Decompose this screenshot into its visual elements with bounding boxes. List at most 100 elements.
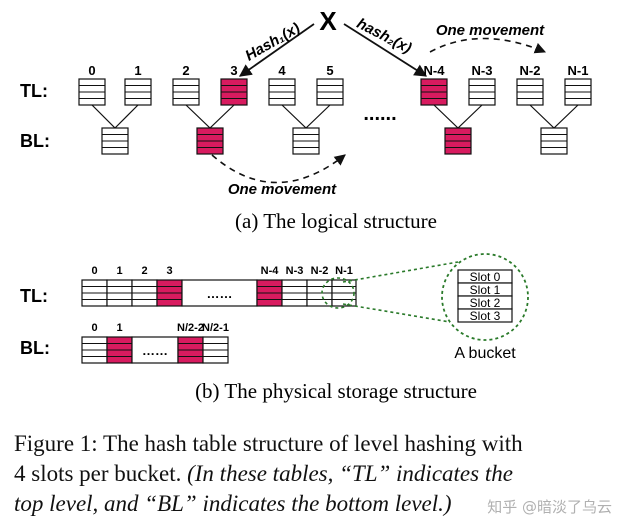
- tree-edge: [281, 104, 307, 129]
- tree-edge: [91, 104, 116, 129]
- zoom-target-circle: [441, 253, 529, 341]
- bl-bucket: [444, 127, 472, 155]
- tl-index-label: N-3: [472, 63, 493, 78]
- bl-bucket: [202, 336, 229, 364]
- tl-index-label: N-1: [335, 265, 353, 277]
- bl-bucket: [540, 127, 568, 155]
- tl-index-label: N-3: [286, 265, 304, 277]
- tl-index-label: 0: [91, 265, 97, 277]
- tree-edge: [529, 104, 555, 129]
- tl-bucket: [124, 78, 152, 106]
- tl-bucket: [420, 78, 448, 106]
- tl-cells: ……: [81, 279, 357, 307]
- key-x-label: X: [319, 6, 337, 36]
- bucket-slot-label: Slot 0: [470, 270, 501, 284]
- tl-index-label: 4: [278, 63, 286, 78]
- logical-structure: X Hash₁(x) hash₂(x) One movement TL: BL:…: [20, 6, 592, 233]
- tl-bucket: [331, 279, 357, 307]
- tl-index-label: N-2: [520, 63, 541, 78]
- tl-index-label: 3: [166, 265, 172, 277]
- bl-index-label: N/2-2: [177, 322, 204, 334]
- tl-index-label: 1: [134, 63, 141, 78]
- tl-index-label: 5: [326, 63, 333, 78]
- tl-index-label: N-4: [424, 63, 446, 78]
- tl-bucket: [78, 78, 106, 106]
- tl-bucket: [268, 78, 296, 106]
- physical-caption: (b) The physical storage structure: [195, 379, 477, 403]
- bl-bucket: [177, 336, 204, 364]
- tree-edge: [305, 104, 331, 129]
- bl-bucket: [292, 127, 320, 155]
- bucket-slot-label: Slot 2: [470, 296, 501, 310]
- bl-bucket: [101, 127, 129, 155]
- logical-tl-label: TL:: [20, 81, 48, 101]
- level-hashing-figure: X Hash₁(x) hash₂(x) One movement TL: BL:…: [20, 6, 592, 403]
- caption-line-3: top level, and “BL” indicates the bottom…: [14, 491, 452, 516]
- tl-ellipsis: ……: [207, 286, 233, 301]
- tl-bucket: [131, 279, 158, 307]
- tl-bucket: [564, 78, 592, 106]
- tl-index-label: 3: [230, 63, 237, 78]
- zoom-source-circle: [321, 277, 355, 309]
- caption-line-2-plain: 4 slots per bucket.: [14, 461, 188, 486]
- physical-tl-label: TL:: [20, 286, 48, 306]
- tl-index-label: 2: [141, 265, 147, 277]
- tree-edge: [209, 104, 235, 129]
- movement-label-bottom: One movement: [228, 181, 337, 198]
- tl-bucket: [468, 78, 496, 106]
- bucket-slot: [457, 308, 513, 323]
- zoom-line-top: [342, 261, 459, 283]
- zoom-line-bottom: [342, 303, 451, 323]
- bl-ellipsis: ……: [142, 343, 168, 358]
- tl-index-label: N-1: [568, 63, 589, 78]
- hash1-arrow: [238, 23, 315, 77]
- watermark: 知乎 @暗淡了乌云: [487, 498, 612, 516]
- hash1-label: Hash₁(x): [242, 20, 303, 65]
- caption-line-2: 4 slots per bucket. (In these tables, “T…: [14, 459, 614, 489]
- movement-arrow-bottom: [211, 154, 346, 184]
- bl-index-label: 0: [91, 322, 97, 334]
- bl-cells: ……: [81, 336, 229, 364]
- physical-bl-array: …… 0 1 N/2-2N/2-1: [81, 322, 229, 364]
- bucket-slot-label: Slot 1: [470, 283, 501, 297]
- physical-bl-label: BL:: [20, 338, 50, 358]
- tl-bucket: [256, 279, 283, 307]
- tl-index-label: 1: [116, 265, 122, 277]
- logical-bl-label: BL:: [20, 131, 50, 151]
- tl-bucket: [516, 78, 544, 106]
- tl-bucket: [106, 279, 133, 307]
- physical-tl-array: …… 0 1 2 3 N-4 N-3 N-2 N-1: [81, 265, 357, 307]
- caption-line-2-italic: (In these tables, “TL” indicates the: [187, 461, 513, 486]
- bl-index-label: 1: [116, 322, 122, 334]
- tl-bucket: [220, 78, 248, 106]
- figure-caption: Figure 1: The hash table structure of le…: [14, 429, 614, 519]
- tl-index-label: 2: [182, 63, 189, 78]
- tl-index-label: N-2: [311, 265, 329, 277]
- bl-bucket: [81, 336, 108, 364]
- bl-bucket: [106, 336, 133, 364]
- tl-bucket: [156, 279, 183, 307]
- hash2-arrow: [343, 23, 428, 77]
- tl-bucket: [281, 279, 308, 307]
- logical-caption: (a) The logical structure: [235, 209, 437, 233]
- tl-bucket: [316, 78, 344, 106]
- tree-edge: [185, 104, 211, 129]
- tree-edge: [433, 104, 459, 129]
- logical-buckets: 0 1 2 3 4 5 N-4 N-3 N-2 N-1: [78, 63, 592, 155]
- bl-bucket: [196, 127, 224, 155]
- tl-index-label: N-4: [261, 265, 280, 277]
- tree-edge: [457, 104, 483, 129]
- caption-line-1: Figure 1: The hash table structure of le…: [14, 431, 523, 456]
- tl-bucket: [172, 78, 200, 106]
- tl-index-label: 0: [88, 63, 95, 78]
- movement-arrow-top: [429, 37, 547, 54]
- tree-edge: [553, 104, 579, 129]
- tl-bucket: [306, 279, 333, 307]
- movement-label-top: One movement: [436, 22, 545, 39]
- bucket-label: A bucket: [454, 345, 516, 362]
- bl-index-label: N/2-1: [202, 322, 229, 334]
- bucket-slot-label: Slot 3: [470, 309, 501, 323]
- logical-ellipsis: ......: [363, 103, 396, 125]
